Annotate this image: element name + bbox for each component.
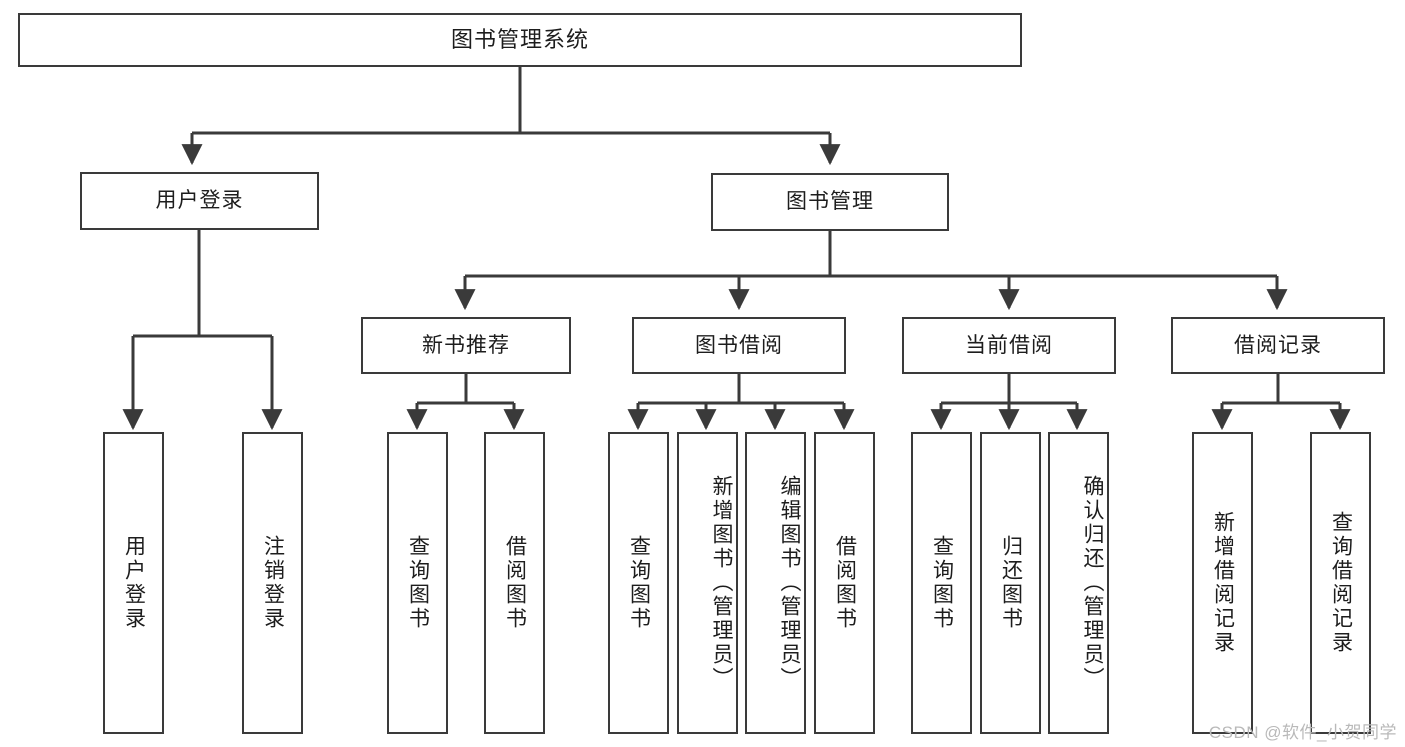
node-label: 借阅记录 <box>1234 333 1322 357</box>
node-label: 用户登录 <box>122 535 146 631</box>
leaf-record-query-record[interactable]: 查询借阅记录 <box>1310 432 1371 734</box>
node-label: 新书推荐 <box>422 333 510 357</box>
node-label: 查询图书 <box>406 535 430 631</box>
node-label: 当前借阅 <box>965 333 1053 357</box>
leaf-borrow-edit-book-admin[interactable]: 编辑图书（管理员） <box>745 432 806 734</box>
node-new-book-recommend[interactable]: 新书推荐 <box>361 317 571 374</box>
node-label: 图书管理 <box>786 190 874 214</box>
node-book-management[interactable]: 图书管理 <box>711 173 949 231</box>
node-label: 图书管理系统 <box>450 26 589 52</box>
leaf-borrow-query-book[interactable]: 查询图书 <box>608 432 669 734</box>
node-borrow-record[interactable]: 借阅记录 <box>1171 317 1385 374</box>
node-label: 图书借阅 <box>695 333 783 357</box>
node-label: 查询图书 <box>627 535 651 631</box>
node-label: 注销登录 <box>261 535 285 631</box>
node-label: 借阅图书 <box>503 535 527 631</box>
leaf-current-confirm-return-admin[interactable]: 确认归还（管理员） <box>1048 432 1109 734</box>
node-label: 新增借阅记录 <box>1211 511 1235 655</box>
leaf-borrow-add-book-admin[interactable]: 新增图书（管理员） <box>677 432 738 734</box>
leaf-record-add-record[interactable]: 新增借阅记录 <box>1192 432 1253 734</box>
node-label: 查询图书 <box>930 535 954 631</box>
node-label: 新增图书（管理员） <box>710 475 733 691</box>
node-current-borrow[interactable]: 当前借阅 <box>902 317 1116 374</box>
leaf-borrow-borrow-book[interactable]: 借阅图书 <box>814 432 875 734</box>
node-label: 查询借阅记录 <box>1329 511 1353 655</box>
node-label: 确认归还（管理员） <box>1081 475 1104 691</box>
leaf-current-query-book[interactable]: 查询图书 <box>911 432 972 734</box>
node-label: 编辑图书（管理员） <box>778 475 801 691</box>
node-book-borrow[interactable]: 图书借阅 <box>632 317 846 374</box>
leaf-user-login-login[interactable]: 用户登录 <box>103 432 164 734</box>
node-label: 借阅图书 <box>833 535 857 631</box>
node-user-login[interactable]: 用户登录 <box>80 172 319 230</box>
leaf-recommend-query-book[interactable]: 查询图书 <box>387 432 448 734</box>
leaf-user-login-logout[interactable]: 注销登录 <box>242 432 303 734</box>
node-label: 归还图书 <box>999 535 1023 631</box>
node-label: 用户登录 <box>155 189 244 213</box>
leaf-recommend-borrow-book[interactable]: 借阅图书 <box>484 432 545 734</box>
watermark: CSDN @软件_小贺同学 <box>1208 723 1397 742</box>
node-root-system[interactable]: 图书管理系统 <box>18 13 1022 67</box>
leaf-current-return-book[interactable]: 归还图书 <box>980 432 1041 734</box>
